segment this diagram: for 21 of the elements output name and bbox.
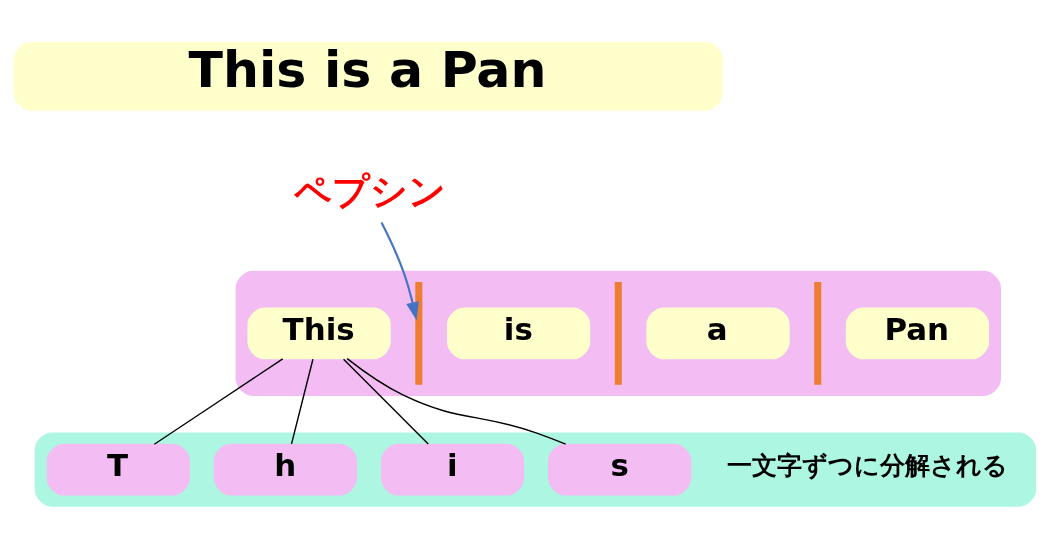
node-box: This is a Pan: [13, 41, 723, 111]
node-bar: [415, 282, 423, 385]
node-box: a: [646, 307, 790, 360]
node-box: is: [446, 307, 591, 360]
connector: [153, 358, 284, 445]
cluster: [34, 432, 1037, 507]
node-bar: [814, 282, 822, 385]
cluster: [235, 270, 1002, 396]
label: 一文字ずつに分解される: [727, 451, 1009, 481]
arrow: [380, 222, 419, 321]
connector: [346, 357, 567, 445]
node-box: Pan: [845, 307, 990, 360]
node-bar: [614, 282, 622, 385]
node-box: i: [380, 443, 525, 496]
node-box: h: [213, 443, 358, 496]
node-box: s: [548, 443, 692, 496]
connector: [342, 358, 429, 445]
node-box: T: [46, 443, 190, 496]
connector: [290, 358, 314, 445]
node-text: ペプシン: [293, 169, 446, 213]
node-box: This: [247, 307, 391, 360]
